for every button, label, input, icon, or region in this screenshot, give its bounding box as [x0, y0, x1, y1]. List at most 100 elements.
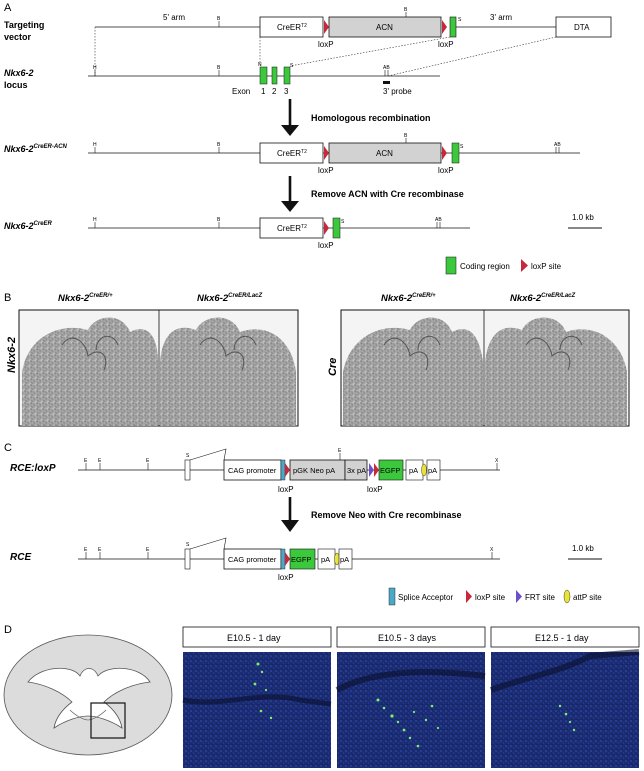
d-tab-2: [336, 626, 486, 648]
vector-creer-label: CreERT2: [277, 23, 307, 32]
d-cell: [259, 709, 263, 713]
locus-site-ab: AB: [383, 65, 390, 71]
creer-loxp-triangle: [324, 221, 329, 235]
rce-site-e2: E: [98, 547, 102, 553]
legend-attp-swatch: [563, 589, 571, 604]
vector-site-b1: B: [217, 16, 221, 22]
b-section-1: [22, 317, 158, 426]
rce-site-s: S: [186, 542, 190, 548]
c-step-text: Remove Neo with Cre recombinase: [311, 510, 462, 520]
rce-loxp-3xpa-box: [344, 459, 368, 481]
rce-loxp-loxp1-label: loxP: [278, 485, 294, 494]
d-cell: [416, 744, 420, 748]
rce-loxp-attp: [421, 463, 427, 477]
probe-bar: [383, 81, 390, 84]
d-micrograph-3-bg: [491, 652, 639, 768]
rce-splice: [189, 537, 227, 550]
rce-loxp-label-bottom: loxP: [278, 573, 294, 582]
d-micrograph-1-bg: [183, 652, 331, 768]
d-micrograph-2-bg: [337, 652, 485, 768]
locus-exon1: [259, 66, 268, 85]
locus-exon1-label: 1: [261, 87, 266, 96]
legend-c-loxp-label: loxP site: [475, 593, 506, 602]
creer-exon3: [332, 217, 341, 239]
acn-site-b2: B: [404, 133, 408, 139]
d-cell: [376, 698, 380, 702]
acn-allele-label: Nkx6-2CreER-ACN: [4, 144, 68, 154]
vector-acn-label: ACN: [376, 23, 393, 32]
rce-exon1: [184, 548, 191, 570]
rce-loxp: [285, 552, 290, 566]
rce-loxp-exon1: [184, 459, 191, 481]
acn-acn-label: ACN: [376, 149, 393, 158]
rce-egfp-label: EGFP: [291, 555, 311, 564]
step2-text: Remove ACN with Cre recombinase: [311, 189, 464, 199]
d-cell: [402, 728, 406, 732]
rce-loxp-site-s: S: [186, 453, 190, 459]
legend-splice-label: Splice Acceptor: [398, 593, 453, 602]
rce-loxp-cag-label: CAG promoter: [228, 466, 277, 475]
acn-creer-box: [259, 142, 324, 164]
rce-loxp-pa2-box: [426, 459, 441, 481]
b-row-label-right: Cre: [327, 358, 339, 376]
panel-b-letter: B: [4, 292, 11, 304]
acn-creer-label: CreERT2: [277, 149, 307, 158]
rce-loxp-pa2-label: pA: [428, 466, 437, 475]
arrow-c-head: [281, 520, 299, 532]
vector-loxp1-triangle: [324, 20, 329, 34]
d-micrograph-2-tissue-edge: [335, 669, 486, 693]
b-header-2: Nkx6-2CreER/LacZ: [197, 293, 263, 304]
panel-a-letter: A: [4, 2, 12, 14]
rce-egfp-box: [289, 548, 316, 570]
acn-loxp2-label: loxP: [438, 166, 454, 175]
rce-loxp-site-e4: E: [338, 448, 342, 454]
acn-loxp1-triangle: [324, 146, 329, 160]
vector-loxp1-label: loxP: [318, 40, 334, 49]
d-cell: [424, 718, 428, 722]
step1-text: Homologous recombination: [311, 113, 431, 123]
vector-dta-box: [555, 16, 612, 38]
acn-site-ab: AB: [554, 142, 561, 148]
d-cell: [568, 720, 572, 724]
locus-exon3-label: 3: [284, 87, 289, 96]
panel-d-letter: D: [4, 624, 12, 636]
rce-splice-acceptor: [280, 548, 286, 570]
creer-site-ab: AB: [435, 217, 442, 223]
vector-site-s: S: [458, 17, 462, 23]
panel-c-letter: C: [4, 442, 12, 454]
b-section-4-ventricle: [525, 335, 583, 371]
locus-site-b: B: [217, 65, 221, 71]
rce-loxp-splice-acceptor: [280, 459, 286, 481]
creer-site-s: S: [341, 219, 345, 225]
rce-loxp-site-x: X: [495, 458, 499, 464]
d-tab-1-label: E10.5 - 1 day: [227, 633, 281, 643]
legend-attp-label: attP site: [573, 593, 602, 602]
locus-exon2: [271, 66, 278, 85]
locus-exon-label: Exon: [232, 87, 250, 96]
locus-word-label: locus: [4, 80, 28, 90]
d-micrograph-3-tissue-edge: [489, 649, 640, 693]
vector-site-b2: B: [404, 7, 408, 13]
locus-site-s: S: [290, 63, 294, 69]
b-section-3: [343, 317, 483, 426]
b-section-2: [160, 317, 296, 426]
rce-loxp-loxp2: [374, 463, 379, 477]
d-cell: [408, 736, 412, 740]
d-micrograph-2: [335, 652, 486, 768]
creer-site-h: H: [93, 217, 97, 223]
rce-site-e1: E: [84, 547, 88, 553]
acn-site-h: H: [93, 142, 97, 148]
d-cell: [390, 714, 394, 718]
vector-dta-label: DTA: [574, 23, 590, 32]
rce-loxp-pgk-label: pGK Neo pA: [293, 466, 335, 475]
d-cell: [430, 704, 434, 708]
arrow-1-head: [281, 125, 299, 136]
targeting-vector-label-2: vector: [4, 32, 32, 42]
vector-loxp2-triangle: [442, 20, 447, 34]
acn-site-b: B: [217, 142, 221, 148]
legend-frt-label: FRT site: [525, 593, 555, 602]
d-cell: [412, 710, 416, 714]
b-row-label-left: Nkx6-2: [6, 337, 18, 373]
b-header-1: Nkx6-2CreER/+: [58, 293, 113, 304]
d-cell: [558, 704, 562, 708]
